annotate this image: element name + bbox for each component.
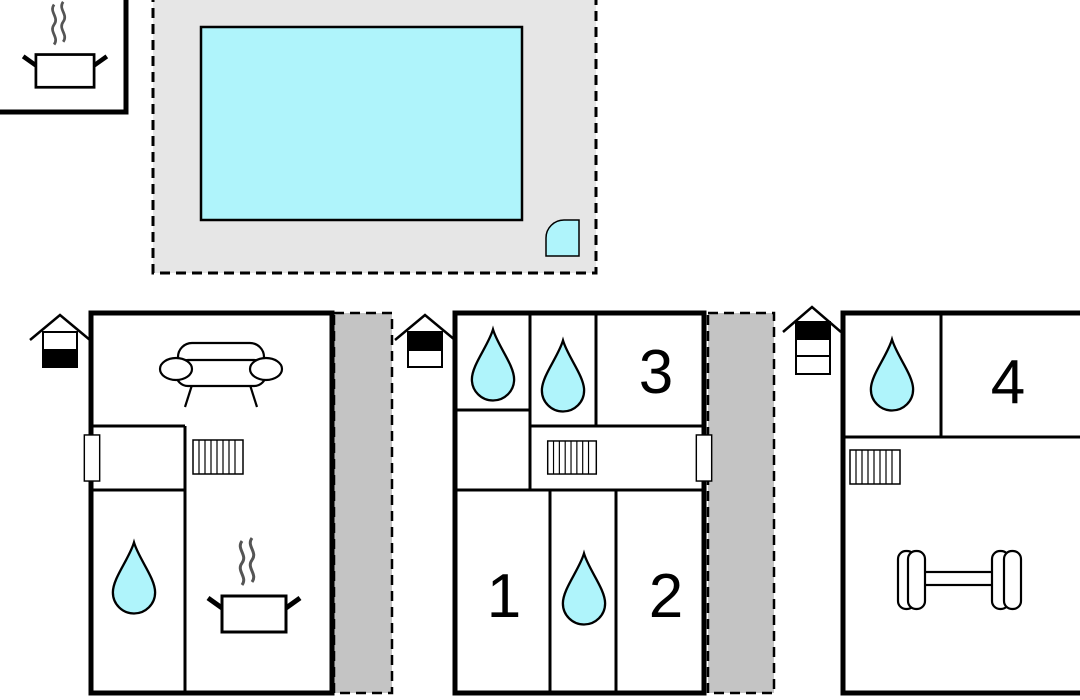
sofa-icon	[158, 341, 284, 408]
dumbbell-icon	[896, 549, 1023, 611]
house-floor-indicator-icon	[394, 313, 456, 368]
outdoor-kitchen	[0, 0, 129, 115]
window-icon	[695, 434, 713, 482]
window-icon	[83, 434, 101, 482]
house-floor-indicator-icon	[29, 313, 91, 368]
room-number-2: 2	[649, 562, 683, 631]
pool-terrace	[151, 0, 598, 275]
radiator-icon	[192, 439, 244, 475]
house-floor-indicator-icon	[782, 305, 842, 375]
ground-floor	[29, 310, 394, 696]
radiator-icon	[546, 440, 598, 475]
radiator-icon	[849, 449, 901, 485]
first-floor: 3 1 2	[394, 310, 776, 696]
room-number-4: 4	[991, 348, 1025, 417]
upper-floor: 4	[782, 305, 1080, 696]
swimming-pool	[199, 25, 524, 222]
pool-steps-icon	[545, 219, 580, 257]
room-number-1: 1	[487, 562, 521, 631]
room-number-3: 3	[639, 338, 673, 407]
